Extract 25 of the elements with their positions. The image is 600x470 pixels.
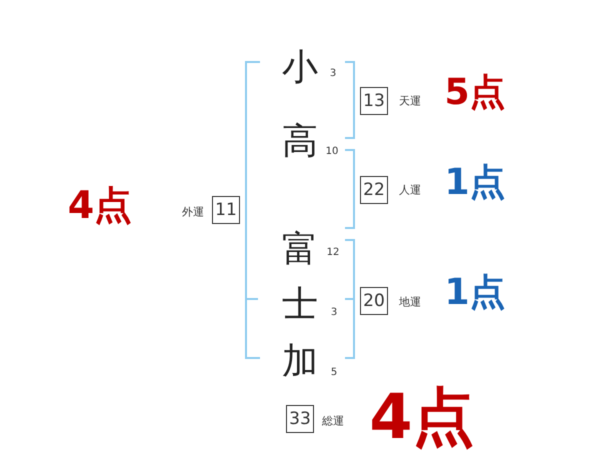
number-box: 13	[360, 87, 388, 115]
stroke-count: 3	[330, 69, 336, 79]
score-label: 4点	[68, 186, 132, 224]
name-character: 富	[282, 232, 318, 268]
number-box: 11	[212, 196, 240, 224]
stroke-count: 10	[326, 147, 338, 157]
fortune-label: 総運	[322, 416, 344, 426]
number-box: 22	[360, 176, 388, 204]
name-character: 小	[282, 50, 318, 86]
number-box: 33	[286, 405, 314, 433]
name-character: 士	[282, 287, 318, 323]
fortune-label: 地運	[399, 296, 421, 308]
name-character: 高	[282, 124, 318, 160]
fortune-label: 外運	[182, 206, 204, 218]
stroke-count: 3	[330, 308, 338, 318]
score-label: 5点	[444, 75, 506, 111]
score-label: 1点	[444, 275, 506, 311]
fortune-label: 人運	[399, 184, 421, 196]
score-label: 1点	[444, 165, 506, 201]
stroke-count: 5	[330, 368, 338, 378]
number-box: 20	[360, 287, 388, 315]
name-character: 加	[282, 344, 318, 380]
stroke-count: 12	[326, 248, 340, 258]
fortune-label: 天運	[399, 96, 421, 106]
score-label: 4点	[369, 386, 475, 448]
